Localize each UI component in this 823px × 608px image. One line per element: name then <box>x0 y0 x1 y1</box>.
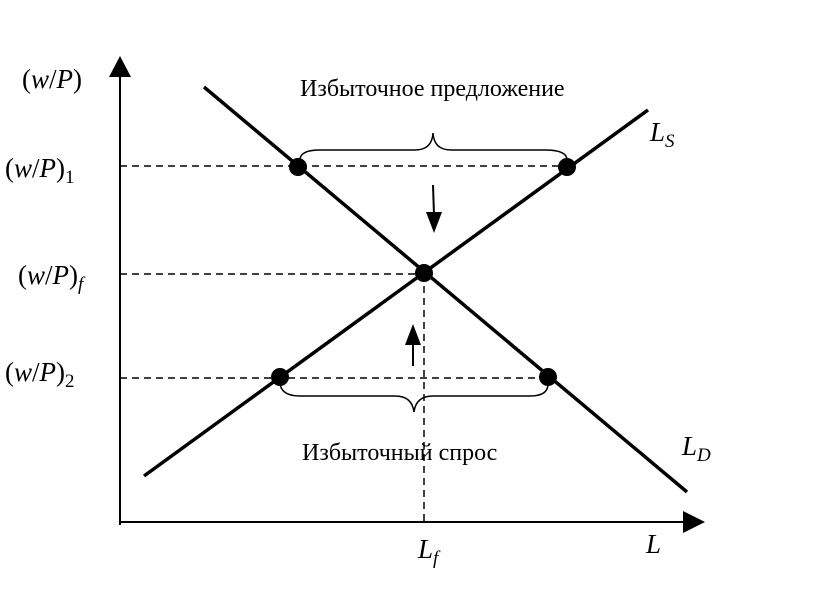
label-w1: (w/P)1 <box>5 153 75 188</box>
y-axis-label: (w/P) <box>22 64 82 94</box>
labor-demand-curve <box>202 85 689 494</box>
down-arrow-head <box>426 212 442 233</box>
point-demand-w1 <box>289 158 307 176</box>
label-ls: LS <box>649 117 675 152</box>
down-arrow <box>432 184 435 216</box>
label-ld: LD <box>681 431 711 466</box>
label-lf: Lf <box>417 534 441 569</box>
point-equilibrium <box>415 264 433 282</box>
point-supply-w2 <box>271 368 289 386</box>
excess-supply-caption: Избыточное предложение <box>300 76 565 102</box>
x-axis-label: L <box>645 529 661 559</box>
brace-excess-supply <box>299 132 568 161</box>
label-w2: (w/P)2 <box>5 357 75 392</box>
excess-demand-caption: Избыточный спрос <box>302 440 497 466</box>
y-axis-arrow <box>109 56 131 77</box>
brace-excess-demand <box>279 383 549 413</box>
x-axis-arrow <box>683 511 705 533</box>
point-supply-w1 <box>558 158 576 176</box>
point-demand-w2 <box>539 368 557 386</box>
label-wf: (w/P)f <box>18 260 86 295</box>
up-arrow-head <box>405 324 421 345</box>
